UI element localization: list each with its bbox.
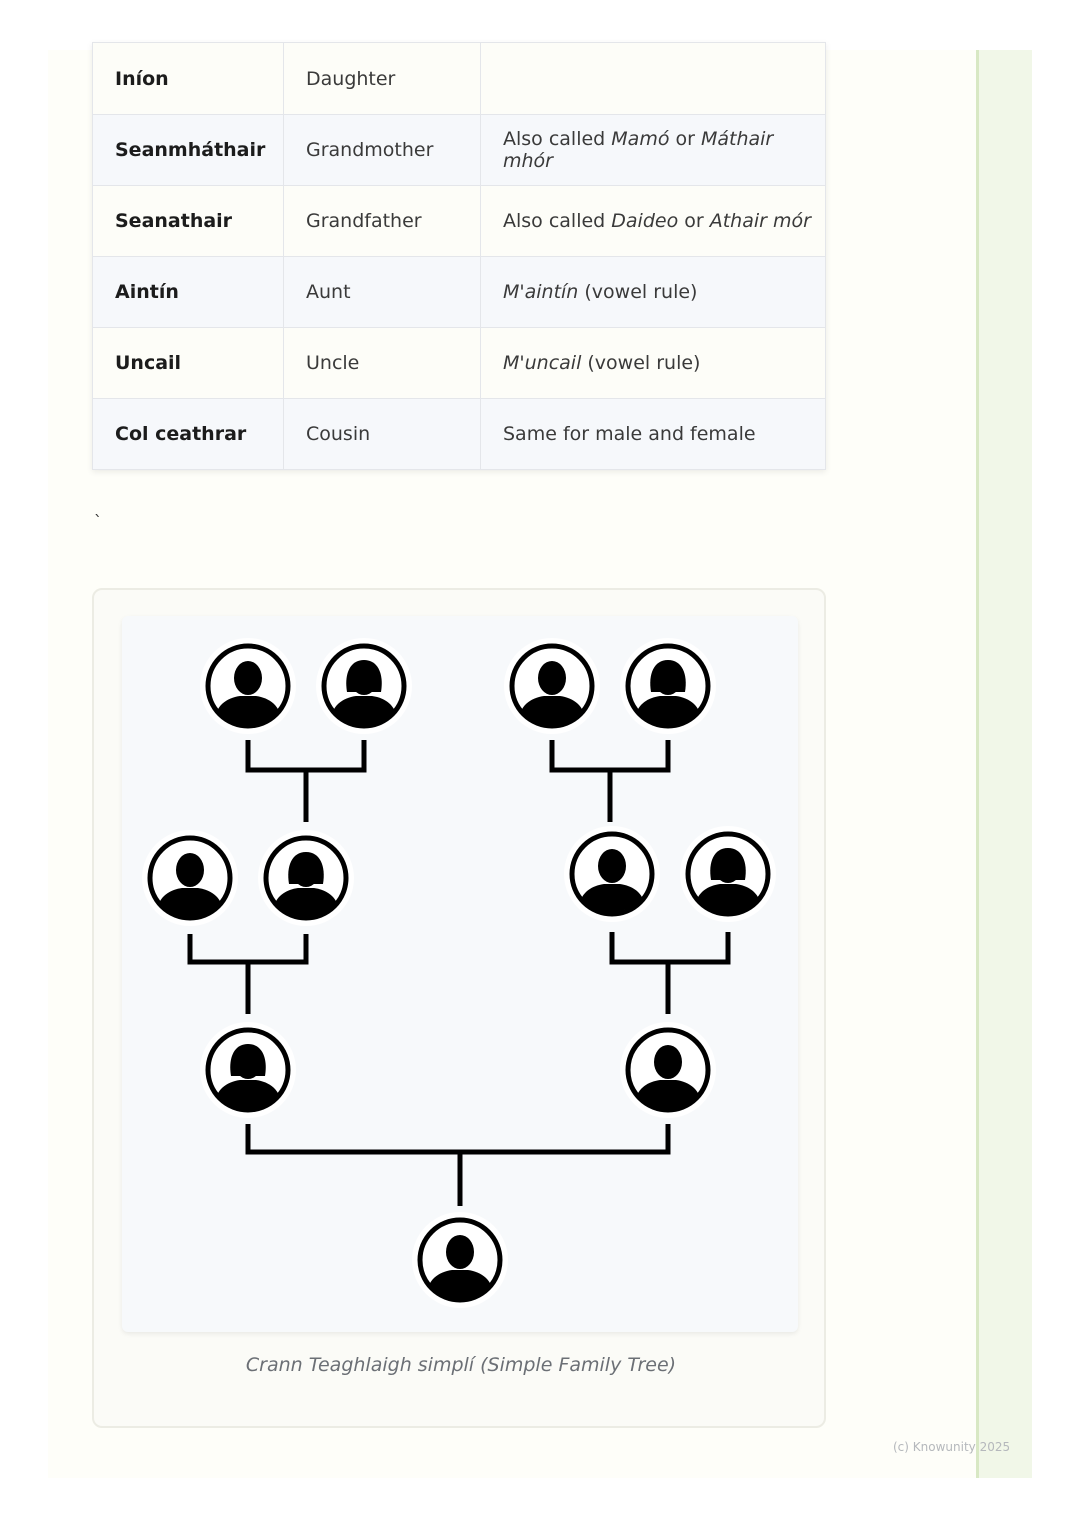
person-male-icon bbox=[200, 638, 296, 734]
family-tree-figure: Crann Teaghlaigh simplí (Simple Family T… bbox=[92, 588, 826, 1428]
person-female-icon bbox=[258, 830, 354, 926]
notes-cell bbox=[480, 42, 826, 115]
person-female-icon bbox=[316, 638, 412, 734]
person-male-icon bbox=[620, 1022, 716, 1118]
notes-cell: Also called Mamó or Máthair mhór bbox=[480, 114, 826, 186]
tree-connector-line bbox=[609, 932, 731, 965]
notes-text: Máthair mhór bbox=[503, 128, 774, 172]
figure-caption: Crann Teaghlaigh simplí (Simple Family T… bbox=[245, 1354, 677, 1376]
irish-term-cell: Seanmháthair bbox=[92, 114, 284, 186]
person-male-icon bbox=[412, 1212, 508, 1308]
tree-connector-line bbox=[549, 740, 671, 773]
notes-text: or bbox=[678, 210, 710, 232]
english-term-cell: Grandmother bbox=[283, 114, 481, 186]
notes-text: Also called bbox=[503, 128, 612, 150]
notes-text: Also called bbox=[503, 210, 612, 232]
side-margin-strip bbox=[976, 50, 1032, 1478]
notes-cell: M'aintín (vowel rule) bbox=[480, 256, 826, 328]
notes-text: M'aintín bbox=[503, 281, 579, 303]
irish-term-cell: Uncail bbox=[92, 327, 284, 399]
person-male-icon bbox=[564, 826, 660, 922]
irish-term-cell: Aintín bbox=[92, 256, 284, 328]
english-term-cell: Grandfather bbox=[283, 185, 481, 257]
tree-connector-line bbox=[245, 740, 367, 773]
family-tree-image bbox=[122, 616, 798, 1332]
person-female-icon bbox=[680, 826, 776, 922]
notes-cell: Also called Daideo or Athair mór bbox=[480, 185, 826, 257]
english-term-cell: Aunt bbox=[283, 256, 481, 328]
english-term-cell: Cousin bbox=[283, 398, 481, 470]
copyright-notice: (c) Knowunity 2025 bbox=[893, 1440, 1011, 1454]
tree-connector-line bbox=[187, 934, 309, 965]
notes-text: Same for male and female bbox=[503, 423, 756, 445]
person-male-icon bbox=[504, 638, 600, 734]
notes-text: Daideo bbox=[611, 210, 679, 232]
notes-text: (vowel rule) bbox=[578, 281, 698, 303]
notes-text: Mamó bbox=[611, 128, 670, 150]
notes-cell: Same for male and female bbox=[480, 398, 826, 470]
person-female-icon bbox=[620, 638, 716, 734]
irish-term-cell: Col ceathrar bbox=[92, 398, 284, 470]
notes-text: M'uncail bbox=[503, 352, 582, 374]
person-male-icon bbox=[142, 830, 238, 926]
irish-term-cell: Seanathair bbox=[92, 185, 284, 257]
person-female-icon bbox=[200, 1022, 296, 1118]
notes-text: Athair mór bbox=[709, 210, 811, 232]
stray-mark: ` bbox=[94, 512, 102, 531]
family-tree-diagram bbox=[142, 638, 776, 1308]
english-term-cell: Daughter bbox=[283, 42, 481, 115]
english-term-cell: Uncle bbox=[283, 327, 481, 399]
tree-connector-line bbox=[245, 1124, 671, 1155]
notes-text: or bbox=[669, 128, 701, 150]
notes-cell: M'uncail (vowel rule) bbox=[480, 327, 826, 399]
irish-term-cell: Iníon bbox=[92, 42, 284, 115]
notes-text: (vowel rule) bbox=[581, 352, 701, 374]
